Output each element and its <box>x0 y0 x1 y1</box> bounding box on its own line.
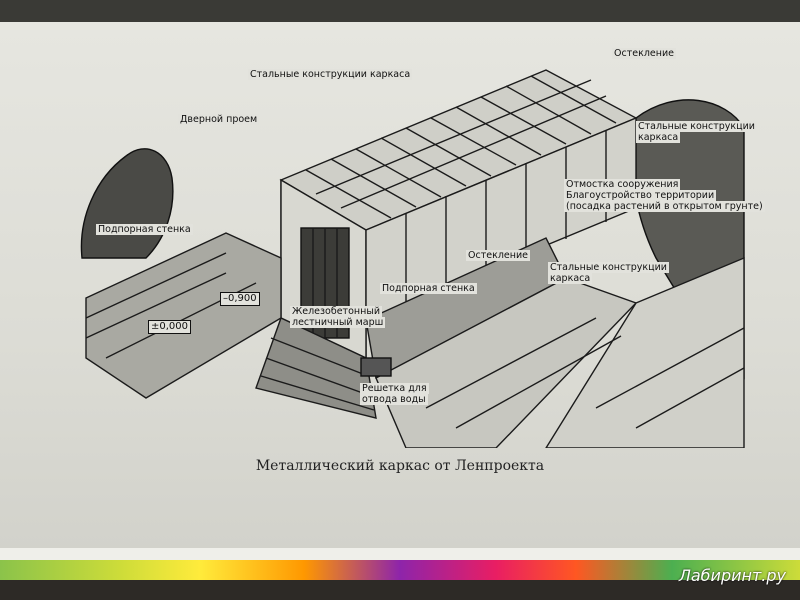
label-steel-frame-mid-1: Стальные конструкции <box>548 262 669 273</box>
label-steel-frame-right-1: Стальные конструкции <box>636 121 757 132</box>
label-blind-area: Отмостка сооружения <box>564 179 681 190</box>
label-landscaping-2: (посадка растений в открытом грунте) <box>564 201 765 212</box>
label-retaining-wall-mid: Подпорная стенка <box>380 283 477 294</box>
book-cover-strip <box>0 560 800 580</box>
label-steel-frame-top: Стальные конструкции каркаса <box>248 69 413 80</box>
label-landscaping-1: Благоустройство территории <box>564 190 717 201</box>
label-door-opening: Дверной проем <box>178 114 260 125</box>
figure-caption: Металлический каркас от Ленпроекта <box>255 458 545 474</box>
label-stair-2: лестничный марш <box>290 317 386 328</box>
label-grate-1: Решетка для <box>360 383 429 394</box>
elevation-zero: ±0,000 <box>148 320 192 334</box>
watermark-logo: Лабиринт.ру <box>678 566 786 585</box>
walkway-right <box>545 256 745 448</box>
greenhouse-illustration <box>80 69 745 448</box>
label-grate-2: отвода воды <box>360 394 428 405</box>
drainage-grate <box>360 357 392 377</box>
label-stair-1: Железобетонный <box>290 306 383 317</box>
walkway <box>375 277 638 448</box>
label-glazing-top: Остекление <box>612 48 676 59</box>
label-steel-frame-mid-2: каркаса <box>548 273 593 284</box>
label-glazing-middle: Остекление <box>466 250 530 261</box>
label-steel-frame-right-2: каркаса <box>636 132 681 143</box>
elevation-minus-0900: –0,900 <box>220 292 260 306</box>
concrete-stair <box>255 317 377 419</box>
page-edge <box>0 548 800 560</box>
table-surface <box>0 580 800 600</box>
label-retaining-wall-left: Подпорная стенка <box>96 224 193 235</box>
foliage-left <box>80 148 174 259</box>
